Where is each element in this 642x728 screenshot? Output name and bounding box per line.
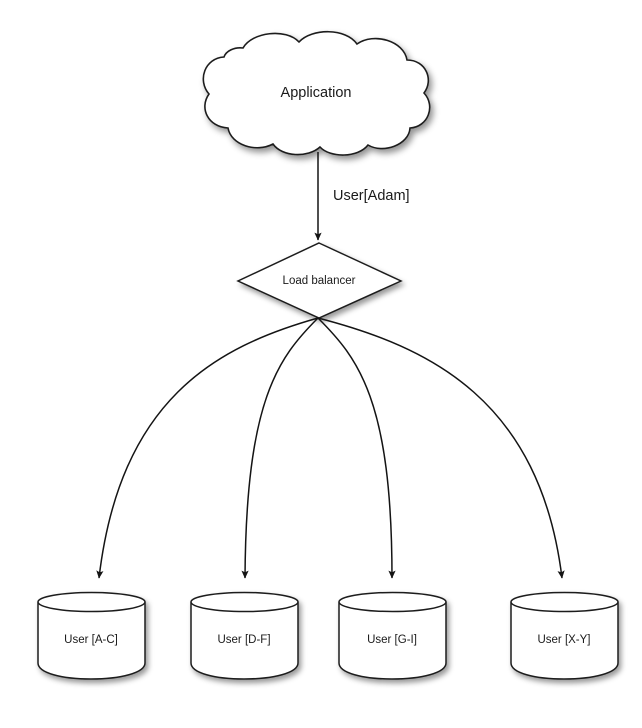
database-4-label: User [X-Y] xyxy=(537,634,590,646)
database-2-label: User [D-F] xyxy=(217,634,270,646)
node-database-1[interactable]: User [A-C] xyxy=(37,591,146,680)
database-1-label: User [A-C] xyxy=(64,634,118,646)
node-database-3[interactable]: User [G-I] xyxy=(338,591,447,680)
load-balancer-label: Load balancer xyxy=(283,275,356,287)
node-application-cloud[interactable]: Application xyxy=(202,31,431,156)
edge-app-to-balancer-label: User[Adam] xyxy=(333,188,410,204)
edge-balancer-to-db-2 xyxy=(241,317,319,579)
node-load-balancer-diamond[interactable]: Load balancer xyxy=(236,242,403,319)
node-database-2[interactable]: User [D-F] xyxy=(190,591,299,680)
edge-app-to-balancer: User[Adam] xyxy=(314,152,410,241)
node-database-4[interactable]: User [X-Y] xyxy=(510,591,619,680)
edges-balancer-to-databases xyxy=(96,317,565,579)
edge-balancer-to-db-3 xyxy=(317,317,396,579)
application-label: Application xyxy=(281,85,352,101)
edge-balancer-to-db-1 xyxy=(96,317,319,579)
database-3-label: User [G-I] xyxy=(367,634,417,646)
edge-balancer-to-db-4 xyxy=(317,317,565,579)
